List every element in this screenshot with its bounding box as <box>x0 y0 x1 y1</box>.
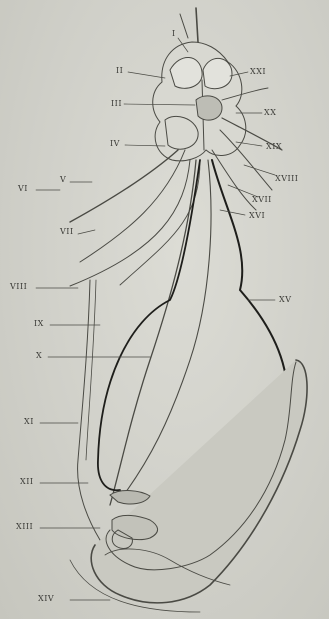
nerve-left-2 <box>80 150 185 262</box>
nerve-left-4 <box>120 160 200 285</box>
label-XVI: XVI <box>249 212 265 220</box>
label-V: V <box>60 176 66 184</box>
vagus-left <box>110 160 196 505</box>
label-XXI: XXI <box>250 68 266 76</box>
leader-VII <box>78 230 95 234</box>
nerve-left-1 <box>70 150 178 222</box>
left-trunk-b <box>86 280 96 460</box>
leader-XVIII <box>244 165 275 175</box>
label-VIII: VIII <box>10 283 27 291</box>
label-XV: XV <box>279 296 291 304</box>
label-III: III <box>111 100 122 108</box>
vagus-right <box>120 160 211 500</box>
dark-loop-left <box>98 160 200 490</box>
label-VII: VII <box>60 228 74 236</box>
leader-XVI <box>220 210 245 215</box>
hook-outer <box>91 360 307 603</box>
label-XIV: XIV <box>38 595 54 603</box>
label-XIX: XIX <box>266 143 282 151</box>
label-XX: XX <box>264 109 276 117</box>
leader-II <box>128 72 165 78</box>
label-VI: VI <box>18 185 28 193</box>
nerve-left-3 <box>70 160 190 286</box>
label-X: X <box>36 352 42 360</box>
label-XVIII: XVIII <box>275 175 298 183</box>
label-IV: IV <box>110 140 120 148</box>
brain-lobe-upper-right <box>203 58 232 88</box>
top-nerve-2 <box>180 14 188 38</box>
label-XIII: XIII <box>16 523 33 531</box>
top-nerve <box>196 8 198 42</box>
label-II: II <box>116 67 123 75</box>
label-I: I <box>172 30 176 38</box>
label-XI: XI <box>24 418 34 426</box>
brain-core <box>196 96 222 120</box>
label-IX: IX <box>34 320 44 328</box>
label-XII: XII <box>20 478 34 486</box>
label-XVII: XVII <box>252 196 272 204</box>
